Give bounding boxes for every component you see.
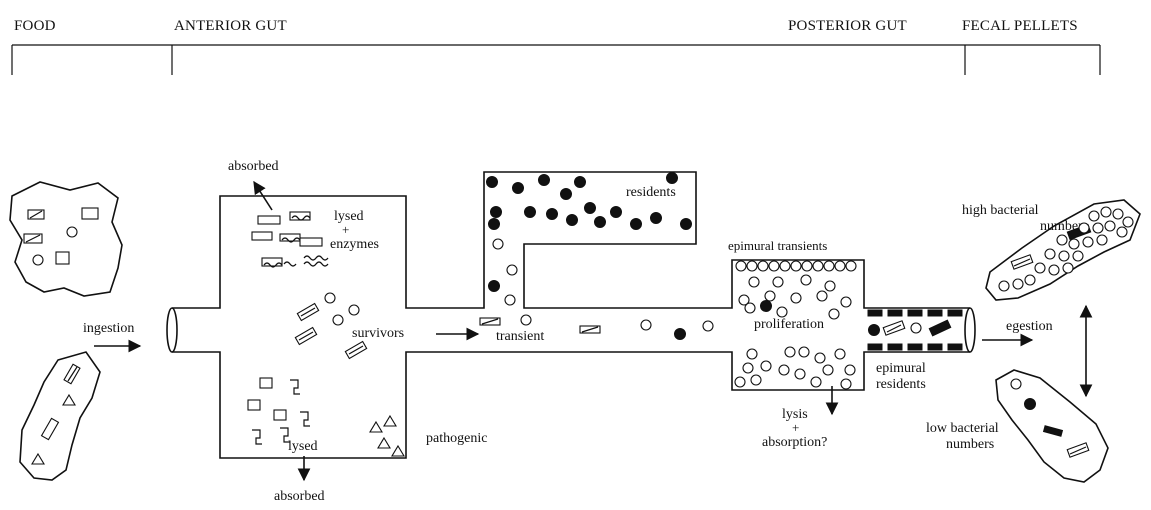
label-low-bacterial-2: numbers: [946, 437, 994, 452]
anterior-survivor-bacteria: [294, 292, 368, 360]
label-lysis-1: lysis: [782, 407, 808, 422]
label-lysed-enzymes-2: enzymes: [330, 237, 379, 252]
gut-outline: [166, 171, 976, 459]
header-anterior-gut: ANTERIOR GUT: [174, 18, 287, 34]
label-absorbed-bottom: absorbed: [274, 489, 325, 504]
label-epimural-residents-1: epimural: [876, 361, 926, 376]
label-absorbed-top: absorbed: [228, 159, 279, 174]
food-particle-upper: [9, 181, 123, 297]
label-lysed-bottom: lysed: [288, 439, 318, 454]
arrow-absorbed-top: [253, 180, 273, 211]
label-high-bacterial-1: high bacterial: [962, 203, 1039, 218]
header-fecal-pellets: FECAL PELLETS: [962, 18, 1078, 34]
label-lysed-enzymes-plus: +: [342, 222, 349, 237]
section-header-bracket: [11, 44, 1101, 75]
food-particle-lower: [19, 351, 101, 481]
label-lysed-enzymes-1: lysed: [334, 209, 364, 224]
label-epimural-transients: epimural transients: [728, 238, 827, 253]
resident-bacteria: [486, 172, 692, 306]
label-transient: transient: [496, 329, 544, 344]
label-survivors: survivors: [352, 326, 404, 341]
label-epimural-residents-2: residents: [876, 377, 926, 392]
anterior-lysed-lower: [247, 377, 310, 445]
fecal-pellet-low: [995, 369, 1109, 483]
transient-bacteria: [479, 314, 714, 340]
label-low-bacterial-1: low bacterial: [926, 421, 999, 436]
label-egestion: egestion: [1006, 319, 1053, 334]
label-lysis-2: absorption?: [762, 435, 827, 450]
label-residents: residents: [626, 185, 676, 200]
label-ingestion: ingestion: [83, 321, 134, 336]
pathogenic-bacteria: [369, 414, 405, 457]
header-posterior-gut: POSTERIOR GUT: [788, 18, 907, 34]
anterior-lysed-bacteria: [251, 211, 329, 268]
fecal-pellet-high: [985, 199, 1141, 301]
header-food: FOOD: [14, 18, 56, 34]
label-lysis-plus: +: [792, 420, 799, 435]
epimural-resident-bacteria: [867, 309, 963, 351]
label-pathogenic: pathogenic: [426, 431, 487, 446]
epimural-transient-bacteria: [734, 260, 857, 390]
label-proliferation: proliferation: [754, 317, 824, 332]
